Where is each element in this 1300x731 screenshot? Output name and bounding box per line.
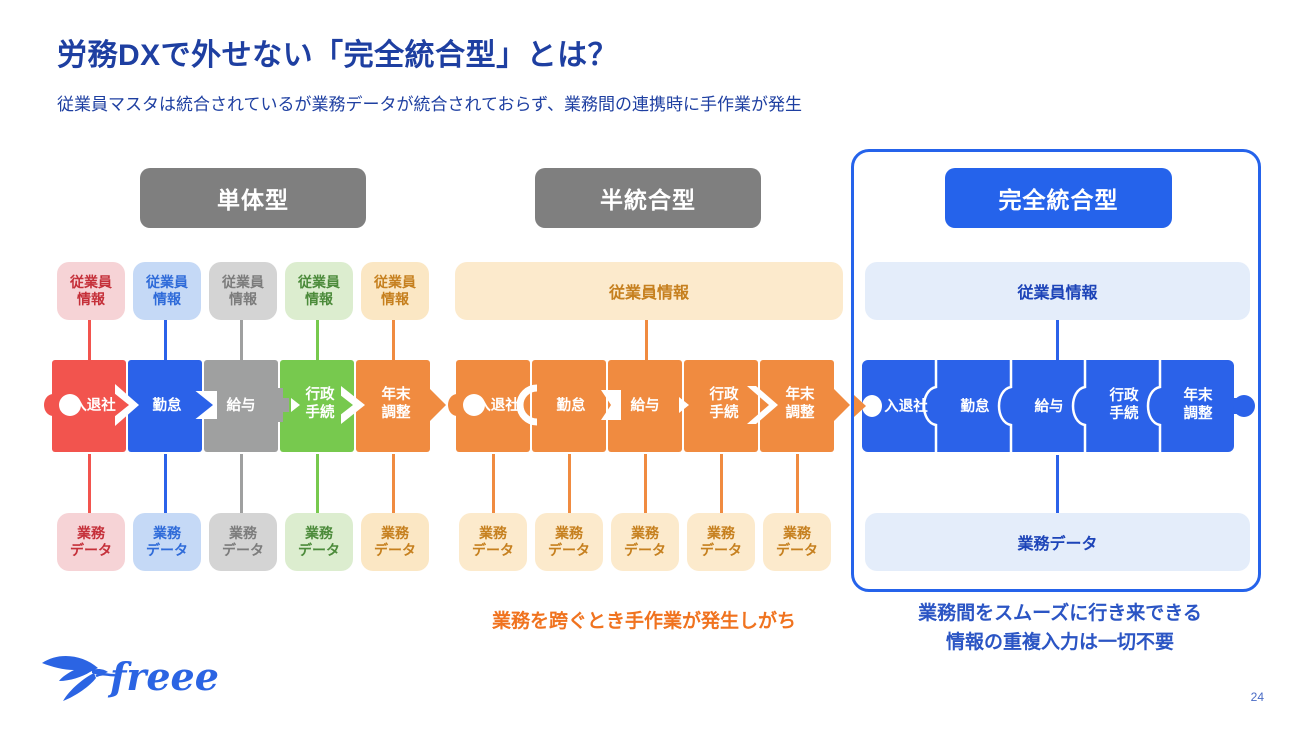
puzzle-knob-icon xyxy=(818,389,850,421)
work-data-box: 業務 データ xyxy=(687,513,755,571)
connector-line xyxy=(796,454,799,513)
connector-line xyxy=(392,454,395,513)
piece-label: 年末調整 xyxy=(1184,386,1213,422)
joint-outline-icon xyxy=(922,360,938,452)
work-data-box: 業務 データ xyxy=(285,513,353,571)
work-data-box: 業務 データ xyxy=(763,513,831,571)
piece-label: 給与 xyxy=(631,396,660,414)
puzzle-knob-icon xyxy=(854,395,866,417)
gap-notch-icon xyxy=(601,390,621,420)
piece-label: 行政手続 xyxy=(709,385,739,421)
connector-line xyxy=(88,320,91,362)
gap-arrow-icon xyxy=(109,389,129,421)
connector-line xyxy=(644,454,647,513)
piece-label: 給与 xyxy=(227,396,256,414)
puzzle-socket-icon xyxy=(463,394,485,416)
piece-label: 給与 xyxy=(1035,397,1064,415)
work-data-box: 業務 データ xyxy=(361,513,429,571)
column-header-semi-integrated: 半統合型 xyxy=(535,168,761,228)
work-data-box: 業務 データ xyxy=(611,513,679,571)
piece-label: 入退社 xyxy=(884,397,928,415)
connector-line xyxy=(392,320,395,362)
piece-label: 年末調整 xyxy=(382,385,411,421)
puzzle-socket-icon xyxy=(862,395,882,417)
fully-integrated-frame xyxy=(851,149,1261,592)
puzzle-row-fully-integrated: 入退社 勤怠 給与 行政手続 年末調整 xyxy=(854,360,1255,452)
gap-crescent-icon xyxy=(516,384,538,426)
joint-outline-icon xyxy=(1071,360,1087,452)
piece-label: 勤怠 xyxy=(961,397,990,415)
caption-line: 情報の重複入力は一切不要 xyxy=(945,631,1174,653)
connector-line xyxy=(240,454,243,513)
connector-line xyxy=(492,454,495,513)
column-header-standalone: 単体型 xyxy=(140,168,366,228)
piece-label: 年末調整 xyxy=(786,385,815,421)
fully-integrated-caption: 業務間をスムーズに行き来できる 情報の重複入力は一切不要 xyxy=(858,600,1262,657)
piece-label: 勤怠 xyxy=(557,396,586,414)
employee-info-box: 従業員 情報 xyxy=(361,262,429,320)
puzzle-knob-icon xyxy=(1233,395,1255,417)
page-number: 24 xyxy=(1250,690,1264,704)
employee-info-box: 従業員 情報 xyxy=(133,262,201,320)
piece-label: 入退社 xyxy=(476,396,520,414)
connector-line xyxy=(240,320,243,362)
joint-outline-icon xyxy=(1146,360,1162,452)
column-header-fully-integrated: 完全統合型 xyxy=(945,168,1172,228)
work-data-box: 業務 データ xyxy=(459,513,527,571)
piece-label: 入退社 xyxy=(72,396,116,414)
logo-wordmark: freee xyxy=(107,654,219,699)
work-data-box: 業務 データ xyxy=(133,513,201,571)
employee-info-box-full: 従業員情報 xyxy=(865,262,1250,320)
connector-line xyxy=(164,454,167,513)
connector-line xyxy=(88,454,91,513)
page-subtitle: 従業員マスタは統合されているが業務データが統合されておらず、業務間の連携時に手作… xyxy=(57,95,802,114)
work-data-box-full: 業務データ xyxy=(865,513,1250,571)
connector-line xyxy=(164,320,167,362)
freee-logo-bird-icon xyxy=(42,655,108,701)
joint-outline-icon xyxy=(997,360,1013,452)
connector-line xyxy=(1056,320,1059,362)
connector-line xyxy=(1056,455,1059,513)
employee-info-box: 従業員 情報 xyxy=(209,262,277,320)
employee-info-box: 従業員 情報 xyxy=(57,262,125,320)
connector-line xyxy=(645,320,648,362)
piece-label: 行政手続 xyxy=(1109,386,1139,422)
work-data-box: 業務 データ xyxy=(535,513,603,571)
work-data-box: 業務 データ xyxy=(209,513,277,571)
employee-info-box: 従業員 情報 xyxy=(285,262,353,320)
page-title: 労務DXで外せない「完全統合型」とは？ xyxy=(57,39,619,72)
connector-line xyxy=(316,320,319,362)
gap-arrow-icon xyxy=(193,389,213,421)
gap-arrow-icon xyxy=(291,398,300,412)
piece-label: 行政手続 xyxy=(305,385,335,421)
semi-integrated-caption: 業務を跨ぐとき手作業が発生しがち xyxy=(491,611,796,632)
connector-line xyxy=(720,454,723,513)
puzzle-socket-icon xyxy=(59,394,81,416)
gap-arrow-icon xyxy=(335,391,353,419)
piece-label: 勤怠 xyxy=(153,396,182,414)
caption-line: 業務間をスムーズに行き来できる xyxy=(918,603,1202,624)
puzzle-knob-icon xyxy=(44,394,62,416)
freee-logo: freee xyxy=(38,646,219,715)
puzzle-row-standalone: 入退社 勤怠 給与 行政手続 年末調整 xyxy=(44,360,446,452)
employee-info-box-semi: 従業員情報 xyxy=(455,262,843,320)
puzzle-row-semi-integrated: 入退社 勤怠 給与 行政手続 年末調整 xyxy=(448,360,850,452)
connector-line xyxy=(568,454,571,513)
gap-arrow-icon xyxy=(679,397,689,413)
gap-chevron-icon xyxy=(747,386,778,424)
connector-line xyxy=(316,454,319,513)
puzzle-knob-icon xyxy=(448,394,466,416)
logo-swash-icon xyxy=(95,672,116,678)
puzzle-knob-icon xyxy=(414,389,446,421)
work-data-box: 業務 データ xyxy=(57,513,125,571)
gap-tab-icon xyxy=(267,398,289,412)
